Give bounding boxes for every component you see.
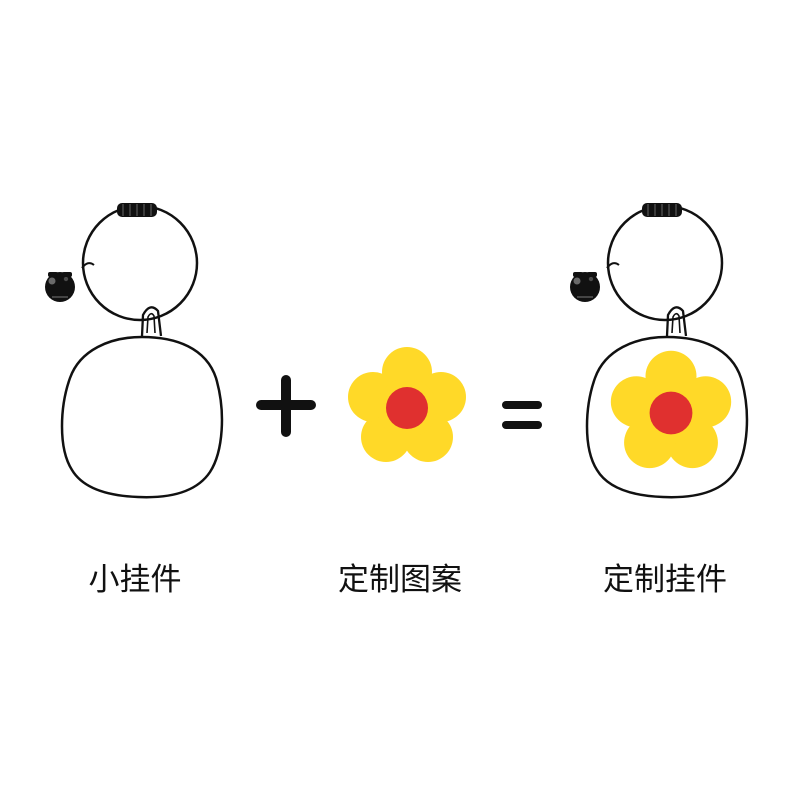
flower-pattern-icon: [348, 347, 466, 462]
plus-icon: [256, 375, 316, 437]
caption-keychain: 小挂件: [40, 558, 230, 602]
blank-keychain: [45, 203, 222, 497]
caption-result: 定制挂件: [565, 558, 765, 602]
equals-icon: [502, 401, 542, 429]
caption-pattern: 定制图案: [300, 558, 500, 602]
custom-keychain: [570, 203, 747, 497]
